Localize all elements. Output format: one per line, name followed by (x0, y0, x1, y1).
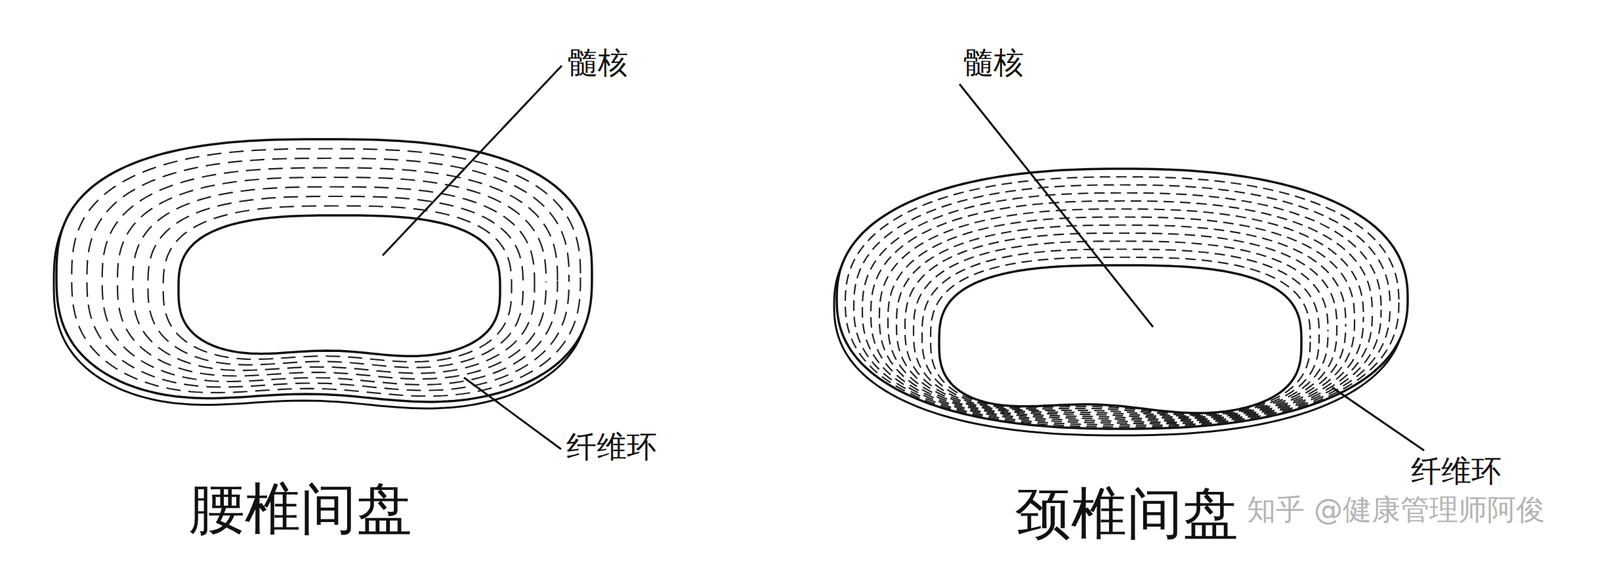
annulus-fiber (163, 206, 512, 363)
annulus-fiber (132, 187, 535, 374)
leader-line (1332, 387, 1425, 451)
annulus-fiber (117, 177, 547, 379)
disc-drawings (53, 139, 1408, 436)
annulus-outline (836, 168, 1408, 429)
leader-line (959, 84, 1154, 327)
disc-title: 腰椎间盘 (189, 477, 413, 540)
annulus-fiber (853, 185, 1390, 426)
annulus-fiber (71, 148, 581, 397)
annulus-fiber (845, 176, 1400, 427)
annulus-fiber (879, 208, 1364, 421)
part-label: 纤维环 (566, 429, 657, 464)
annulus-fiber (87, 158, 570, 391)
annulus-outline (56, 139, 592, 402)
leader-line (463, 377, 562, 449)
leader-lines (382, 65, 1425, 451)
annulus-fiber (148, 196, 524, 368)
nucleus-outline (939, 265, 1302, 413)
leader-line (382, 65, 562, 256)
annulus-fiber (922, 249, 1320, 415)
annulus-fiber (870, 200, 1373, 422)
disc-title: 颈椎间盘 (1015, 482, 1239, 545)
annulus-fiber (896, 225, 1347, 419)
nucleus-outline (178, 215, 501, 356)
annulus-fiber (913, 240, 1329, 416)
part-label: 髓核 (567, 45, 629, 80)
disc (53, 139, 592, 409)
part-label: 髓核 (963, 45, 1024, 80)
annulus-fiber (905, 232, 1337, 417)
watermark: 知乎 @健康管理师阿俊 (1246, 493, 1545, 526)
disc (834, 168, 1408, 436)
annulus-fiber (887, 217, 1355, 420)
part-label: 纤维环 (1410, 454, 1502, 488)
annulus-fiber (862, 192, 1382, 424)
annulus-fiber (930, 257, 1311, 415)
annulus-fiber (102, 168, 558, 385)
